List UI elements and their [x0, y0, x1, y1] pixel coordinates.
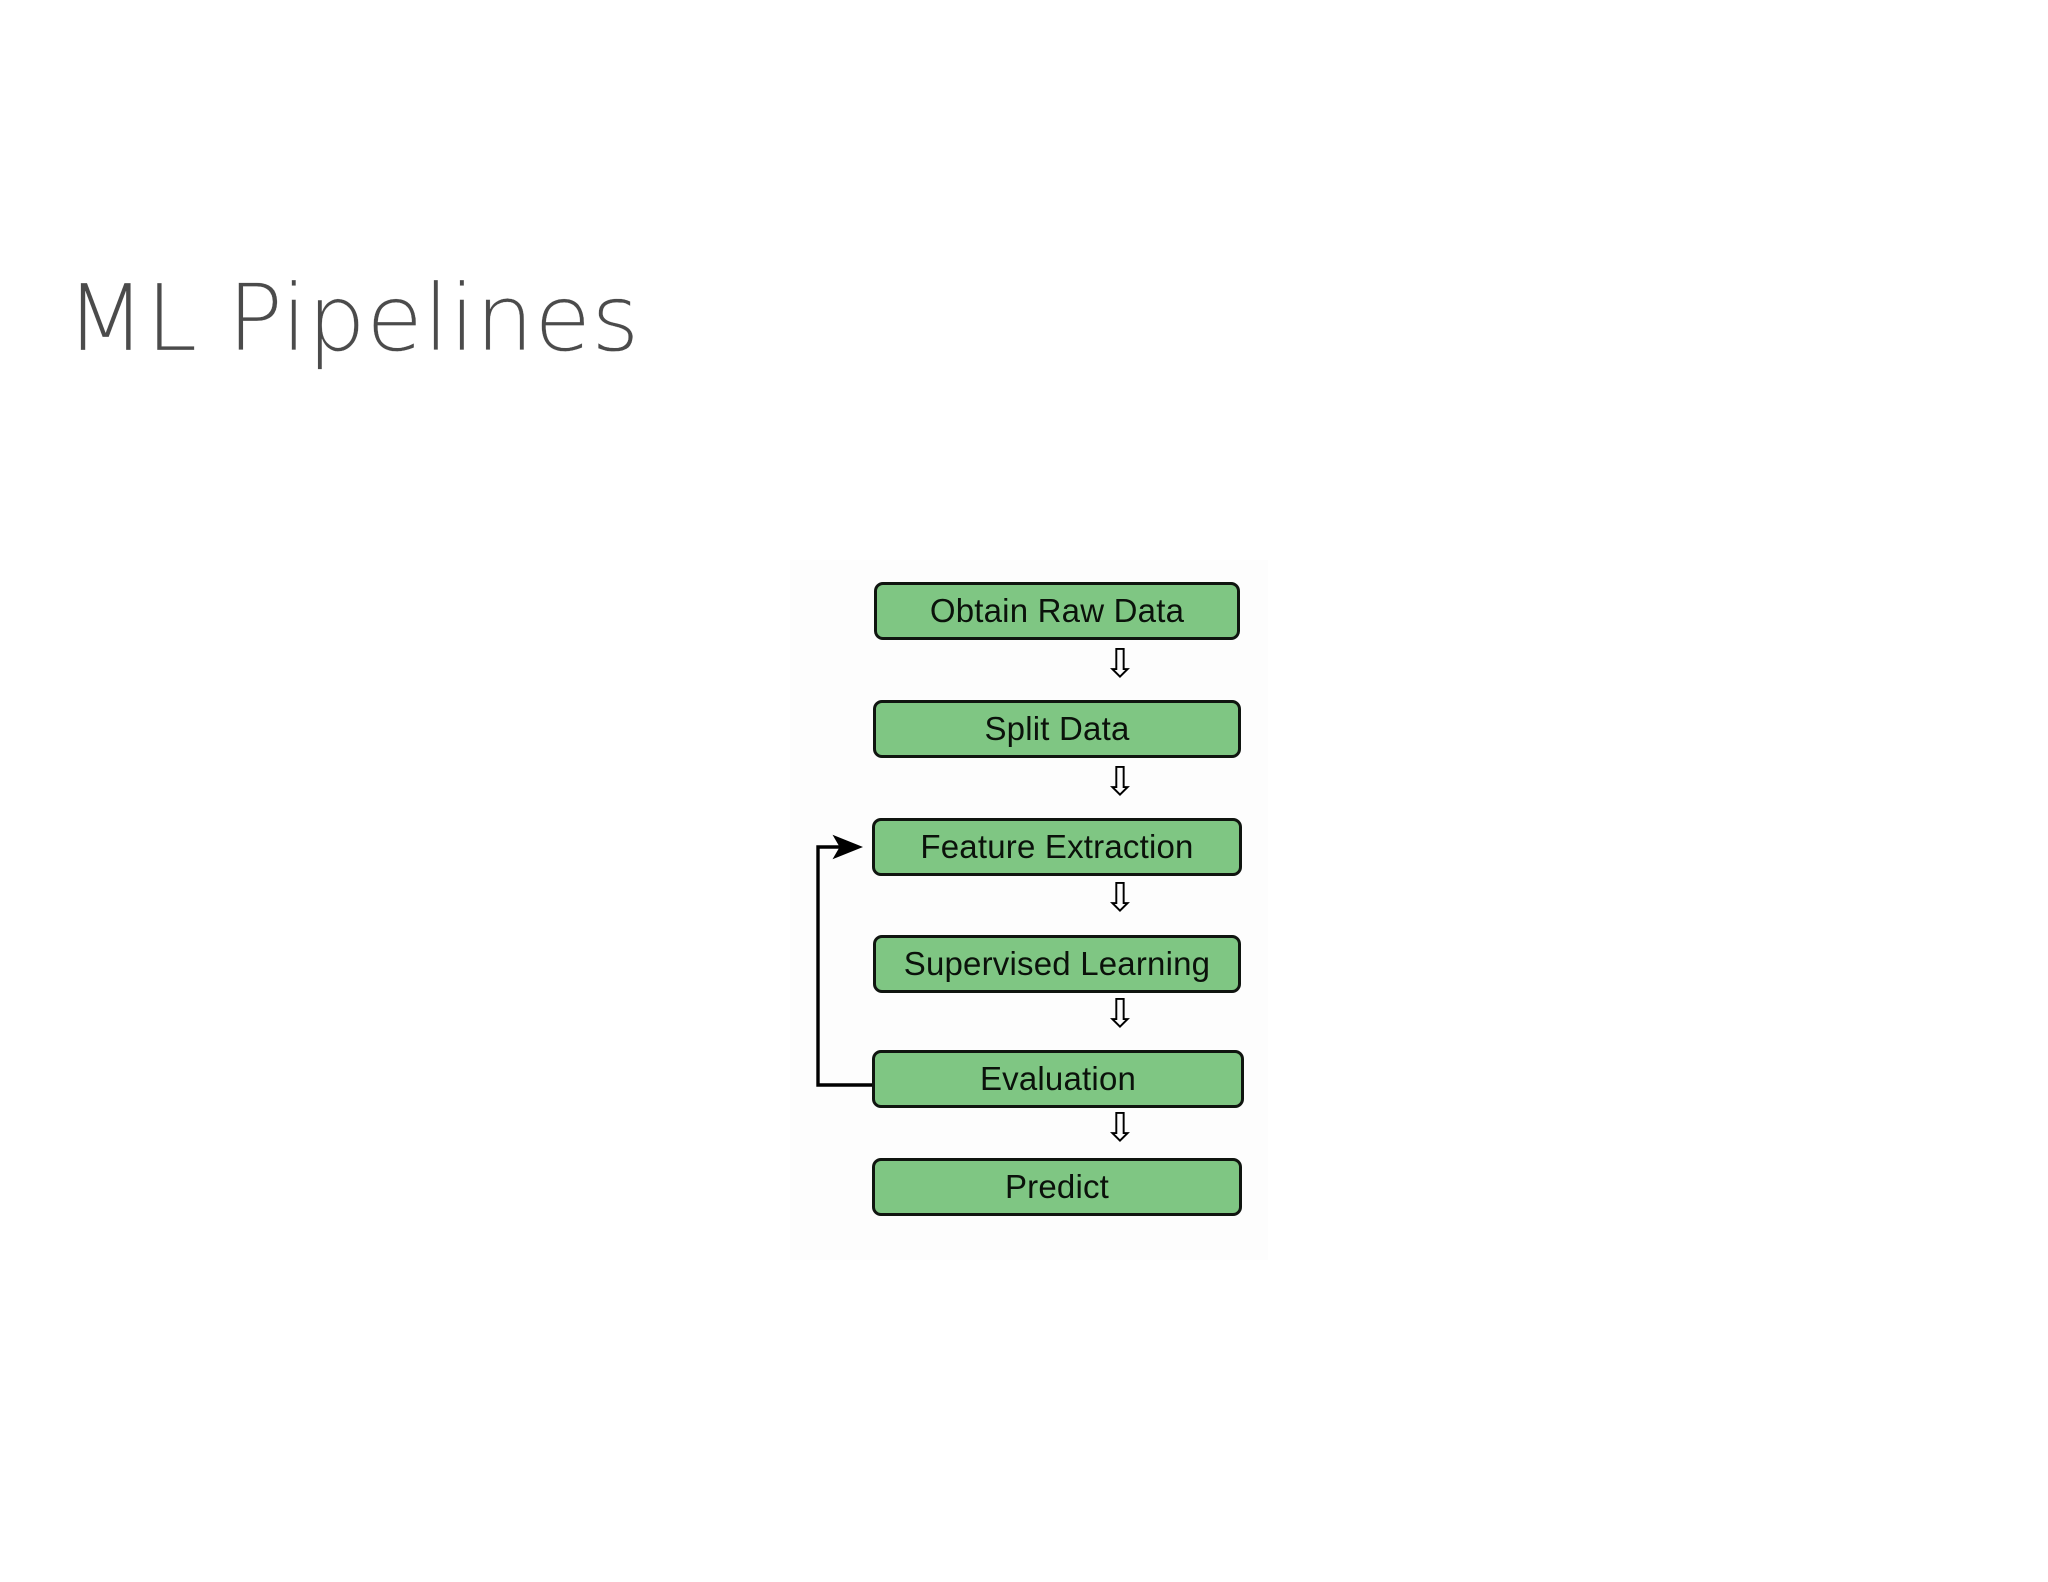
pipeline-step-obtain-raw-data[interactable]: Obtain Raw Data	[874, 582, 1240, 640]
arrow-down-icon-feature-to-supervised: ⇩	[1103, 875, 1137, 921]
pipeline-step-predict[interactable]: Predict	[872, 1158, 1242, 1216]
pipeline-step-evaluation[interactable]: Evaluation	[872, 1050, 1244, 1108]
feedback-loop-arrow	[816, 834, 872, 1087]
arrow-down-icon-split-to-feature: ⇩	[1103, 759, 1137, 805]
pipeline-step-split-data[interactable]: Split Data	[873, 700, 1241, 758]
ml-pipeline-diagram: Obtain Raw Data ⇩ Split Data ⇩ Feature E…	[790, 560, 1268, 1260]
arrow-down-icon-evaluation-to-predict: ⇩	[1103, 1105, 1137, 1151]
pipeline-step-label: Feature Extraction	[920, 828, 1194, 865]
pipeline-step-feature-extraction[interactable]: Feature Extraction	[872, 818, 1242, 876]
pipeline-step-label: Evaluation	[979, 1060, 1137, 1097]
pipeline-step-label: Obtain Raw Data	[929, 592, 1185, 629]
pipeline-step-label: Split Data	[984, 710, 1130, 747]
arrow-down-icon-supervised-to-evaluation: ⇩	[1103, 991, 1137, 1037]
pipeline-step-label: Predict	[1004, 1168, 1110, 1205]
pipeline-step-supervised-learning[interactable]: Supervised Learning	[873, 935, 1241, 993]
pipeline-step-label: Supervised Learning	[903, 945, 1211, 982]
arrow-down-icon-obtain-to-split: ⇩	[1103, 641, 1137, 687]
page-title: ML Pipelines	[66, 265, 640, 372]
